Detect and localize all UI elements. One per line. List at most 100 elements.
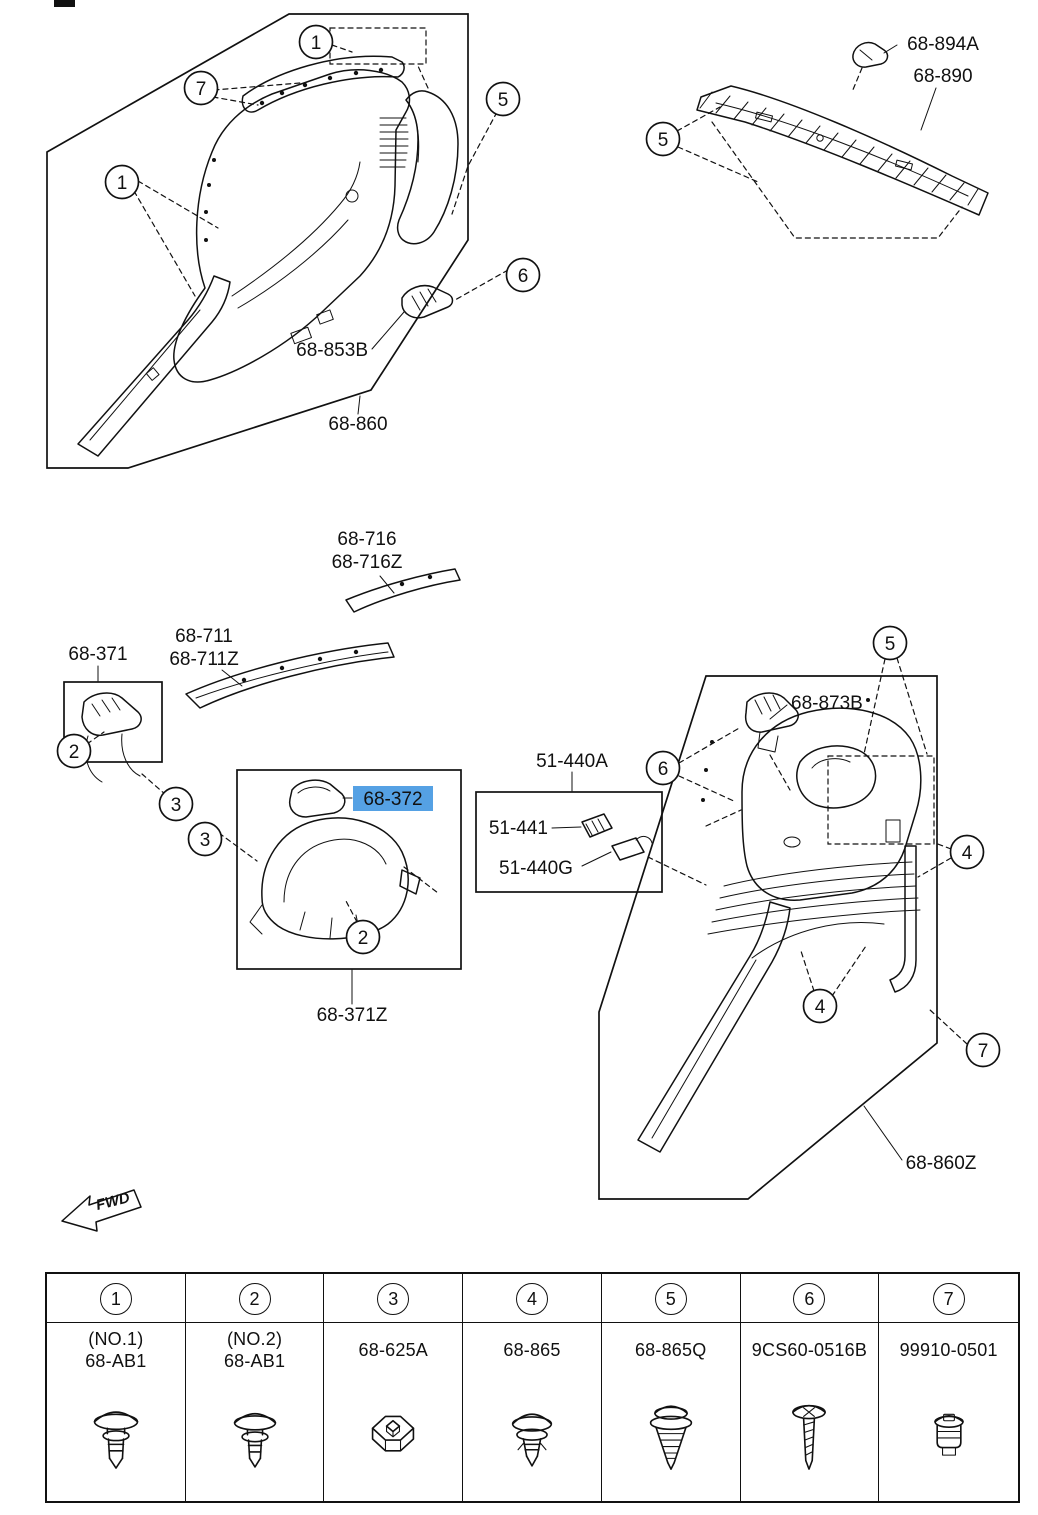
callout-number-badge: 6 <box>793 1283 826 1315</box>
part-label-68-860: 68-860 <box>328 414 387 435</box>
fastener-note: (NO.2) <box>226 1328 283 1349</box>
cover-68-372 <box>288 779 346 818</box>
scuff-plate-hatching <box>699 91 979 206</box>
fastener-icon-wrap <box>47 1377 185 1501</box>
upper-garnish <box>241 55 405 113</box>
fastener-col-3: 3 68-625A <box>324 1274 464 1501</box>
part-label-68-860Z: 68-860Z <box>906 1153 977 1174</box>
fastener-col-head: 6 <box>740 1274 879 1323</box>
svg-text:3: 3 <box>200 830 211 851</box>
svg-text:5: 5 <box>885 634 896 655</box>
fastener-col-head: 3 <box>324 1274 463 1323</box>
bracket-51-440G <box>611 837 645 861</box>
callout-7: 7 <box>183 70 219 106</box>
svg-text:5: 5 <box>658 130 669 151</box>
plate-51-441 <box>581 813 613 838</box>
part-label-51-440A: 51-440A <box>536 751 608 772</box>
fastener-col-head: 4 <box>463 1274 601 1323</box>
fastener-col-head: 2 <box>185 1274 324 1323</box>
diagram-sill-plates <box>63 568 461 862</box>
fastener-col-6: 6 9CS60-0516B <box>740 1274 880 1501</box>
fastener-col-1: 1 (NO.1) 68-AB1 <box>47 1274 186 1501</box>
svg-text:4: 4 <box>962 843 973 864</box>
screw-grommet-icon <box>649 1405 692 1470</box>
callout-number-badge: 5 <box>654 1283 687 1315</box>
fastener-icon-wrap <box>879 1377 1018 1501</box>
leader-lines-371Z <box>345 866 439 923</box>
bracket-68-853B <box>401 284 454 319</box>
fastener-number: 68-AB1 <box>223 1351 286 1371</box>
part-label-68-890: 68-890 <box>913 66 972 87</box>
fastener-icon-wrap <box>186 1377 324 1501</box>
callout-2: 2 <box>345 919 381 955</box>
fastener-col-head: 7 <box>879 1274 1018 1323</box>
leader-lines-top-left <box>133 44 509 301</box>
part-labels: 68-894A 68-890 68-853B 68-860 68-716 68-… <box>68 34 979 1174</box>
fastener-number: 9CS60-0516B <box>751 1339 868 1360</box>
fastener-col-7: 7 99910-0501 <box>879 1274 1018 1501</box>
wheelhouse-trim <box>261 817 409 940</box>
fastener-part-number: 68-865Q <box>602 1323 740 1377</box>
diagram-51-440 <box>475 771 707 893</box>
fastener-icon-wrap <box>602 1377 740 1501</box>
callout-number-badge: 2 <box>238 1283 271 1315</box>
cap-68-873B <box>744 692 799 733</box>
part-group-box-68-371 <box>63 681 163 763</box>
diagram-68-860 <box>46 13 509 469</box>
c-pillar-trim <box>396 90 459 245</box>
fastener-part-number: 68-625A <box>324 1323 462 1377</box>
part-label-68-873B: 68-873B <box>791 693 863 714</box>
diagram-68-371Z <box>236 769 462 1005</box>
part-label-68-894A: 68-894A <box>907 34 979 55</box>
part-label-51-440G: 51-440G <box>499 858 573 879</box>
callout-number-badge: 1 <box>99 1283 132 1315</box>
callout-5: 5 <box>645 121 681 157</box>
callout-3: 3 <box>187 821 223 857</box>
fastener-legend-table: 1 (NO.1) 68-AB1 2 (NO.2) 68-AB1 <box>45 1272 1020 1503</box>
svg-text:6: 6 <box>658 759 669 780</box>
cropped-edge-mark <box>54 0 75 7</box>
callout-2: 2 <box>56 733 92 769</box>
fastener-part-number: 9CS60-0516B <box>741 1323 879 1377</box>
push-rivet-icon <box>93 1411 139 1469</box>
svg-text:1: 1 <box>117 173 128 194</box>
part-group-box-68-371Z <box>236 769 462 970</box>
grommet-nut-icon <box>372 1415 415 1452</box>
callout-3: 3 <box>158 786 194 822</box>
panel-ribs <box>707 861 921 935</box>
fastener-col-head: 5 <box>601 1274 740 1323</box>
callout-number-badge: 4 <box>515 1283 548 1315</box>
part-group-box-68-860 <box>46 13 469 469</box>
highlight-68-372[interactable] <box>353 786 433 811</box>
fastener-icon-wrap <box>324 1377 462 1501</box>
fastener-number: 68-865 <box>503 1339 561 1360</box>
svg-text:4: 4 <box>815 997 826 1018</box>
cap-68-894A <box>852 41 889 68</box>
lower-pillar-trim-rh <box>637 901 791 1153</box>
kick-trim-68-371 <box>81 692 142 737</box>
diagram-68-860Z <box>598 657 968 1200</box>
fastener-note: (NO.1) <box>88 1328 144 1349</box>
part-label-68-716Z: 68-716Z <box>332 552 403 573</box>
part-label-68-853B: 68-853B <box>296 340 368 361</box>
part-label-68-372[interactable]: 68-372 <box>363 789 422 810</box>
push-rivet-icon <box>233 1412 276 1468</box>
fastener-part-number: 99910-0501 <box>879 1323 1018 1377</box>
part-label-68-711Z: 68-711Z <box>169 649 239 670</box>
callout-1: 1 <box>104 164 140 200</box>
parts-diagram: FWD 68-894A 68-890 68-853B 68-860 68-716… <box>46 0 1001 1232</box>
fastener-icon-wrap <box>741 1377 879 1501</box>
callout-4: 4 <box>802 988 838 1024</box>
plastic-nut-icon <box>933 1413 964 1456</box>
svg-text:2: 2 <box>358 928 369 949</box>
callout-circles: 1 7 1 5 6 5 2 3 3 2 5 6 4 4 7 <box>56 24 1001 1068</box>
svg-text:3: 3 <box>171 795 182 816</box>
callout-number-badge: 7 <box>932 1283 965 1315</box>
fastener-part-number: (NO.2) 68-AB1 <box>186 1323 324 1377</box>
leader-lines-middle-left <box>86 731 258 862</box>
svg-text:7: 7 <box>196 79 207 100</box>
part-group-box-68-860Z <box>598 675 938 1200</box>
leader-lines-top-right <box>676 67 963 239</box>
fastener-col-5: 5 68-865Q <box>601 1274 741 1501</box>
speaker-slats <box>379 117 409 168</box>
